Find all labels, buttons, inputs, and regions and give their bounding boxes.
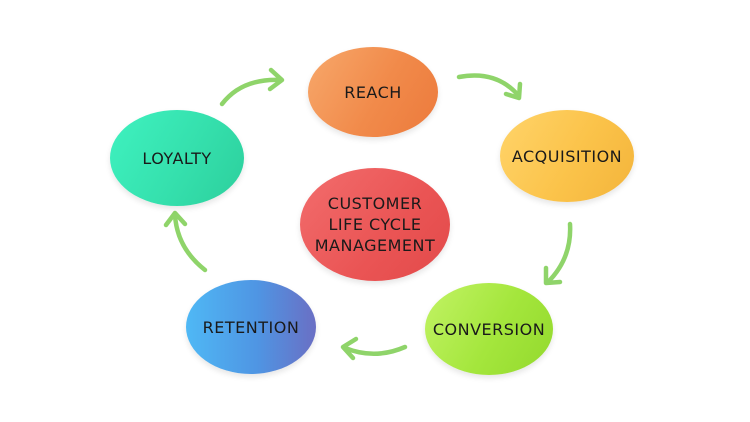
arrow-conversion-to-retention: [340, 336, 408, 361]
stage-acquisition: ACQUISITION: [500, 110, 634, 202]
stage-conversion: CONVERSION: [425, 283, 553, 375]
stage-retention: RETENTION: [186, 280, 316, 374]
center-label: CUSTOMER LIFE CYCLE MANAGEMENT: [314, 194, 436, 255]
stage-loyalty-label: LOYALTY: [142, 148, 212, 168]
stage-loyalty: LOYALTY: [110, 110, 244, 206]
stage-acquisition-label: ACQUISITION: [511, 146, 623, 166]
stage-reach: REACH: [308, 47, 438, 137]
center-node: CUSTOMER LIFE CYCLE MANAGEMENT: [300, 168, 450, 281]
arrow-loyalty-to-reach: [219, 67, 285, 107]
arrow-retention-to-loyalty: [163, 210, 208, 273]
stage-retention-label: RETENTION: [202, 317, 300, 337]
stage-reach-label: REACH: [344, 82, 402, 102]
stage-conversion-label: CONVERSION: [432, 319, 546, 339]
arrow-reach-to-acquisition: [456, 73, 523, 101]
arrow-acquisition-to-conversion: [543, 221, 573, 286]
